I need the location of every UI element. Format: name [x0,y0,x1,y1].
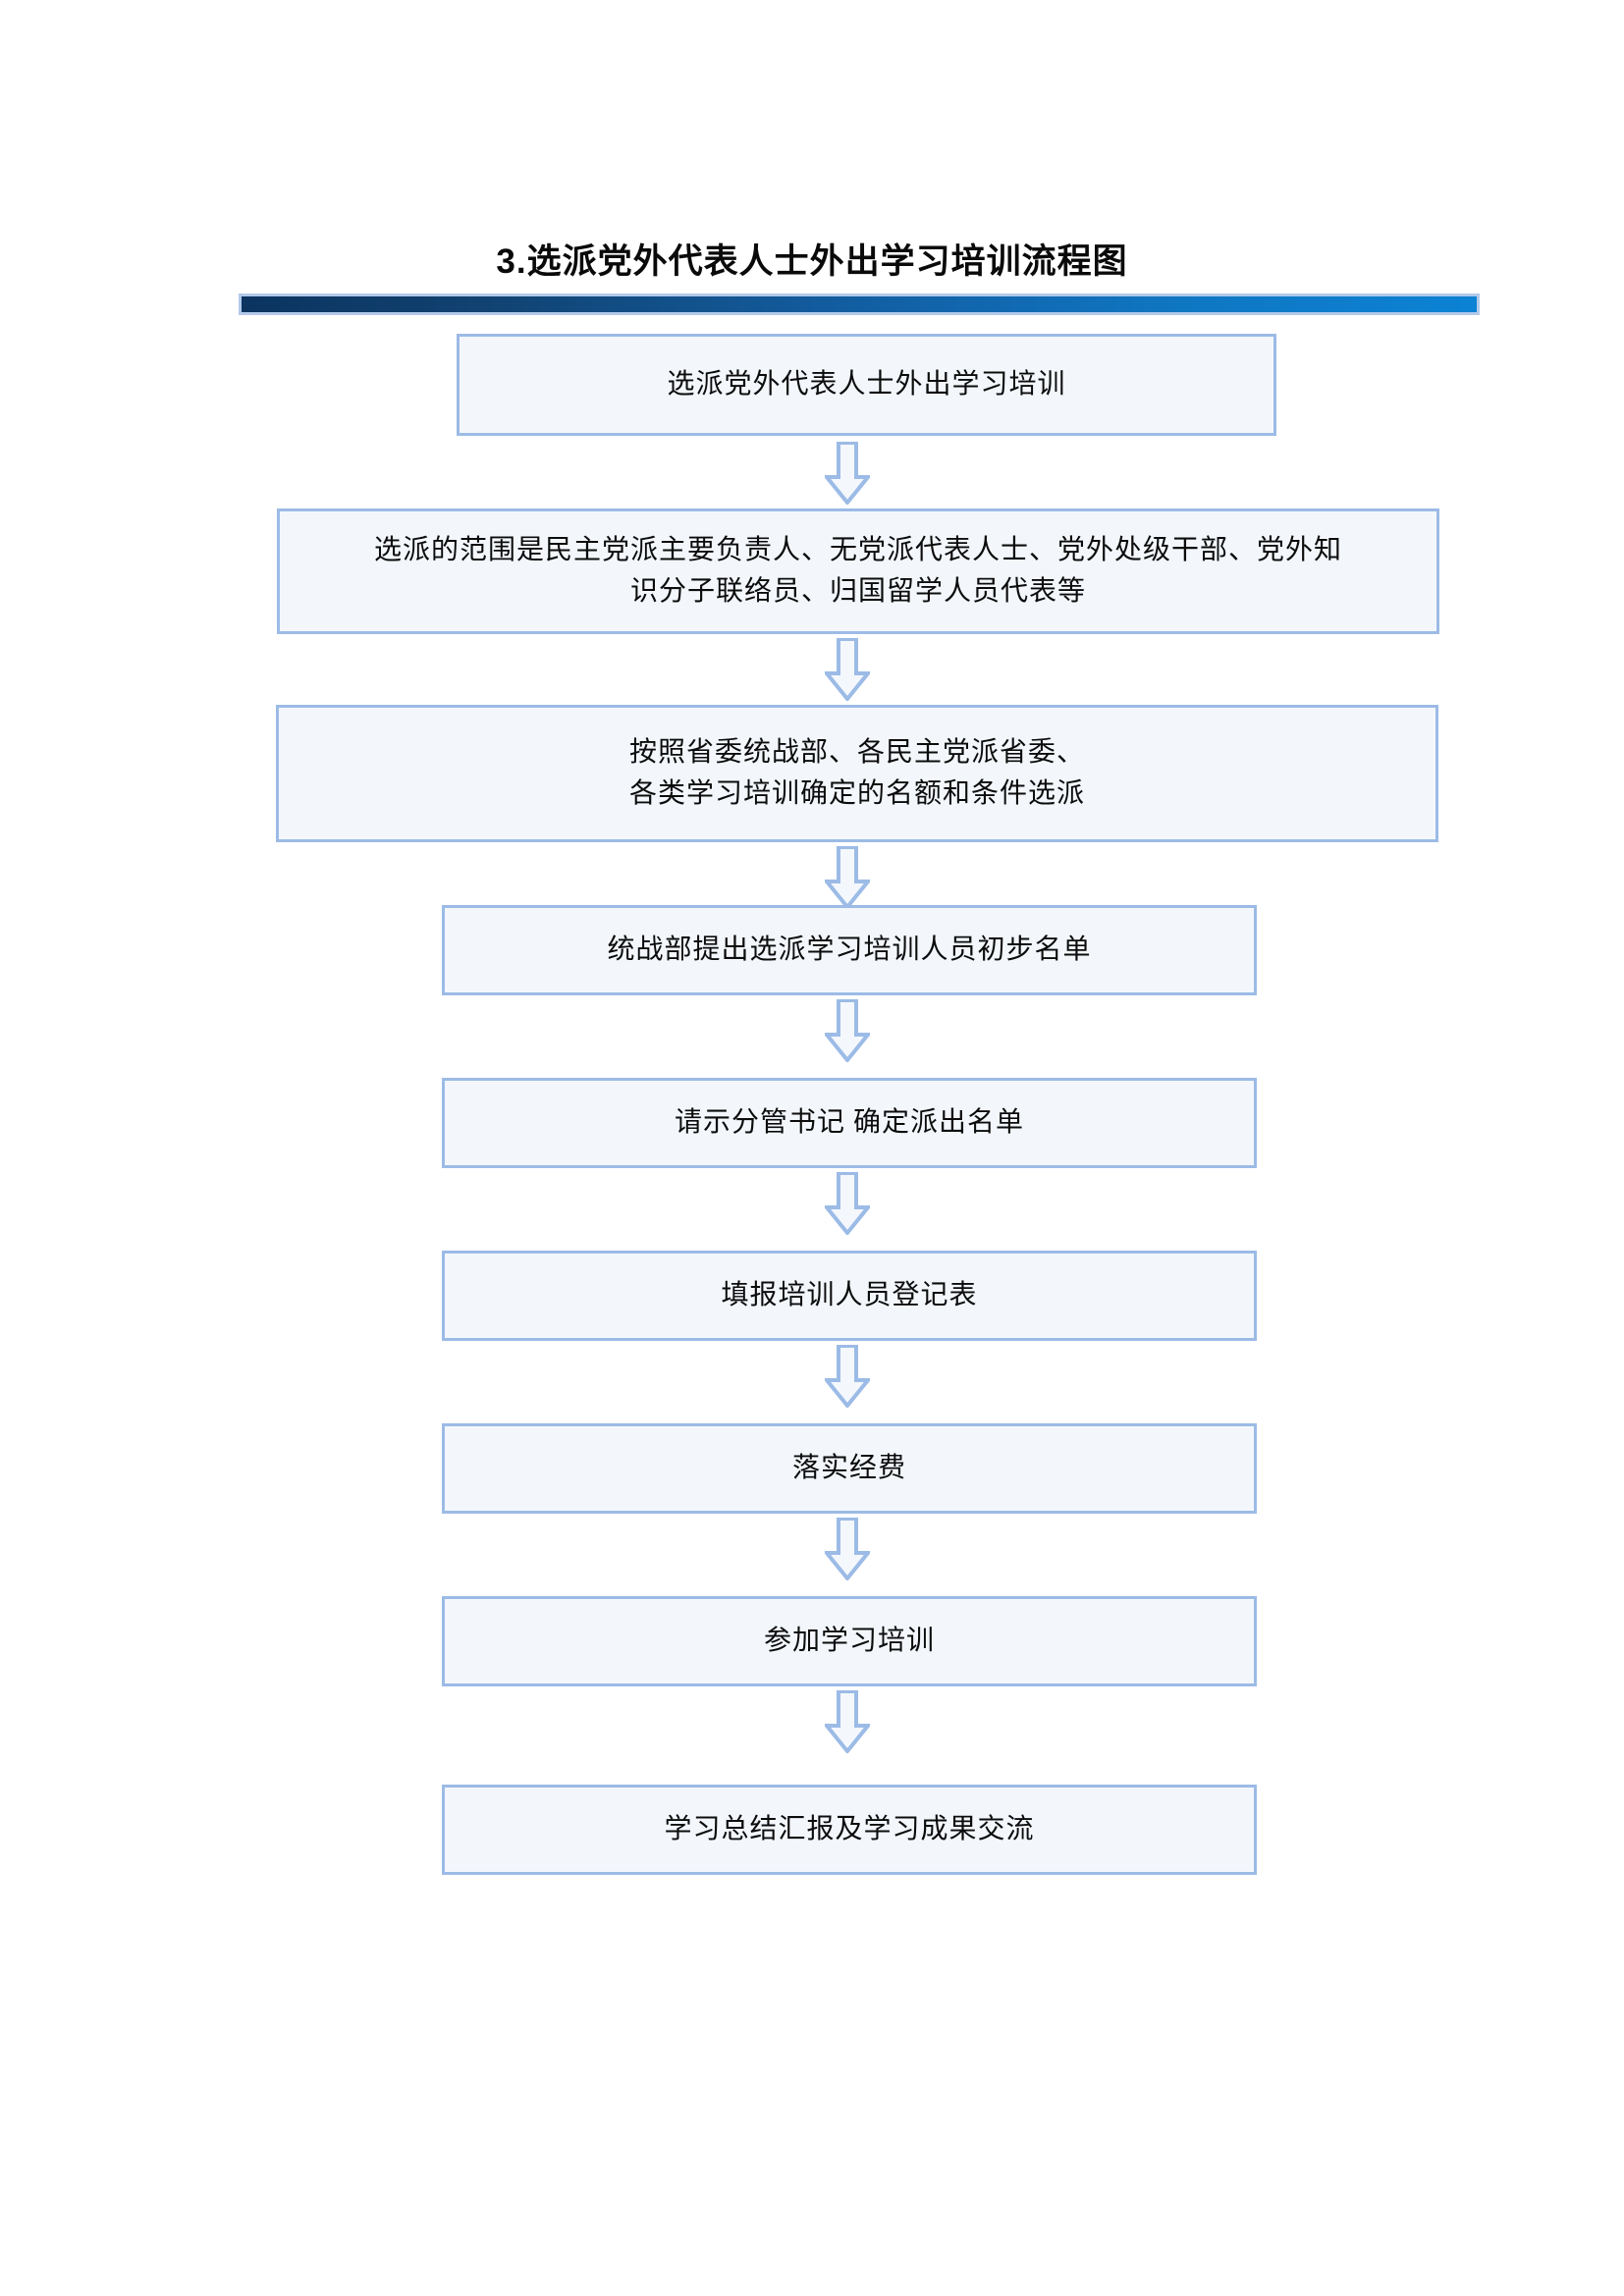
flow-node-8-label: 参加学习培训 [763,1626,935,1656]
flow-node-4[interactable]: 统战部提出选派学习培训人员初步名单 [442,905,1257,995]
arrow-down-icon-4 [825,999,870,1062]
flow-node-2[interactable]: 选派的范围是民主党派主要负责人、无党派代表人士、党外处级干部、党外知 识分子联络… [277,508,1439,634]
flow-node-6[interactable]: 填报培训人员登记表 [442,1251,1257,1341]
arrow-down-icon-1 [825,442,870,505]
flow-node-7-label: 落实经费 [791,1453,906,1483]
title-divider-gradient [242,296,1477,312]
flow-node-7[interactable]: 落实经费 [442,1423,1257,1514]
flow-node-1-label: 选派党外代表人士外出学习培训 [667,369,1066,400]
flow-node-8[interactable]: 参加学习培训 [442,1596,1257,1686]
page-title: 3.选派党外代表人士外出学习培训流程图 [496,242,1128,281]
flow-node-9-label: 学习总结汇报及学习成果交流 [664,1814,1035,1844]
arrow-down-icon-3 [825,846,870,909]
arrow-down-icon-8 [825,1690,870,1753]
flow-node-6-label: 填报培训人员登记表 [721,1280,978,1310]
title-divider-bar [239,294,1480,315]
flow-node-3-label: 按照省委统战部、各民主党派省委、 各类学习培训确定的名额和条件选派 [628,737,1085,809]
arrow-down-icon-5 [825,1172,870,1235]
arrow-down-icon-7 [825,1518,870,1580]
flow-node-1[interactable]: 选派党外代表人士外出学习培训 [457,334,1276,436]
flow-node-5[interactable]: 请示分管书记 确定派出名单 [442,1078,1257,1168]
arrow-down-icon-2 [825,638,870,701]
flow-node-4-label: 统战部提出选派学习培训人员初步名单 [607,934,1092,965]
arrow-down-icon-6 [825,1345,870,1408]
flow-node-9[interactable]: 学习总结汇报及学习成果交流 [442,1785,1257,1875]
flow-node-3[interactable]: 按照省委统战部、各民主党派省委、 各类学习培训确定的名额和条件选派 [276,705,1438,842]
flow-node-2-label: 选派的范围是民主党派主要负责人、无党派代表人士、党外处级干部、党外知 识分子联络… [373,535,1342,607]
flow-node-5-label: 请示分管书记 确定派出名单 [674,1107,1024,1138]
